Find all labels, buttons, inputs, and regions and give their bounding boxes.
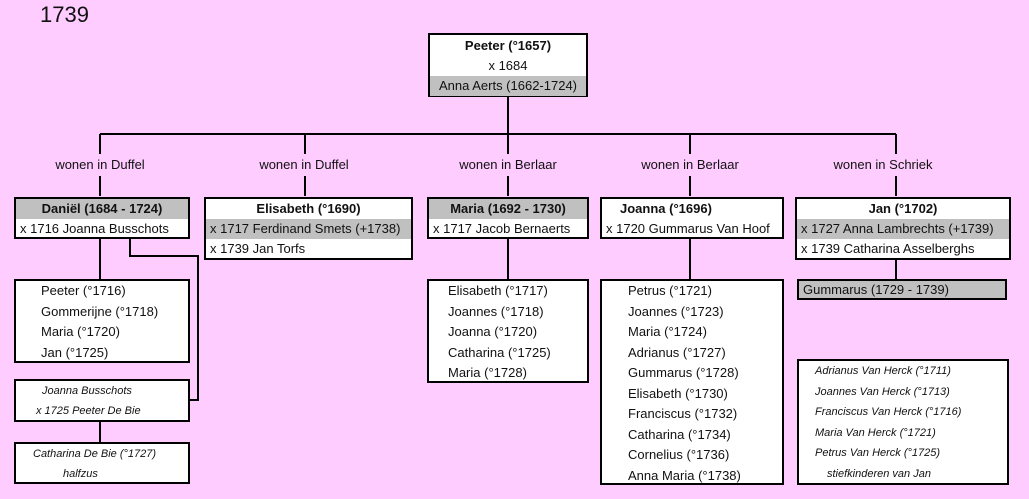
family-name: Jan (°1702) — [868, 201, 938, 216]
child-name: Maria (°1724) — [628, 324, 707, 339]
child-name: Anna Maria (°1738) — [628, 467, 741, 483]
remarriage-marriage: x 1725 Peeter De Bie — [36, 405, 141, 417]
root-marriage: x 1684 — [488, 58, 528, 73]
children-box-daniel: Peeter (°1716) Gommerijne (°1718) Maria … — [14, 279, 190, 363]
root-spouse: Anna Aerts (1662-1724) — [430, 76, 586, 96]
child-name: Jan (°1725) — [41, 344, 109, 360]
remarriage-box: Joanna Busschots x 1725 Peeter De Bie — [14, 379, 190, 422]
child-name: Joannes (°1723) — [628, 303, 724, 319]
family-box-daniel: Daniël (1684 - 1724) x 1716 Joanna Bussc… — [14, 197, 190, 239]
root-person-box: Peeter (°1657) x 1684 Anna Aerts (1662-1… — [428, 33, 588, 97]
family-marriage: x 1739 Jan Torfs — [210, 241, 306, 256]
child-name: Petrus (°1721) — [628, 283, 712, 298]
joanna-remarriage-link — [129, 238, 199, 401]
branch-label-5: wonen in Schriek — [833, 157, 933, 172]
stepchild-name: Adrianus Van Herck (°1711) — [815, 365, 951, 377]
child-name: Gummarus (°1728) — [628, 365, 739, 380]
family-marriage: x 1717 Jacob Bernaerts — [433, 221, 571, 236]
family-box-jan: Jan (°1702) x 1727 Anna Lambrechts (+173… — [795, 197, 1011, 260]
child-name: Catharina (°1734) — [628, 426, 731, 442]
children-box-joanna: Petrus (°1721) Joannes (°1723) Maria (°1… — [600, 279, 784, 485]
halfsister-note: halfzus — [63, 468, 98, 480]
stepchildren-box: Adrianus Van Herck (°1711) Joannes Van H… — [797, 359, 1009, 485]
family-name: Maria (1692 - 1730) — [429, 199, 587, 219]
child-name: Peeter (°1716) — [41, 283, 126, 298]
family-box-elisabeth: Elisabeth (°1690) x 1717 Ferdinand Smets… — [204, 197, 413, 260]
child-box-jan: Gummarus (1729 - 1739) — [797, 279, 1007, 300]
halfsister-box: Catharina De Bie (°1727) halfzus — [14, 442, 190, 484]
branch-label-4: wonen in Berlaar — [641, 157, 739, 172]
family-name: Elisabeth (°1690) — [256, 201, 361, 216]
family-name: Daniël (1684 - 1724) — [16, 199, 188, 219]
child-name: Joanna (°1720) — [448, 324, 538, 339]
root-name: Peeter (°1657) — [464, 38, 552, 53]
child-name: Gummarus (1729 - 1739) — [803, 282, 949, 297]
stepchild-name: Joannes Van Herck (°1713) — [815, 385, 950, 398]
child-name: Gommerijne (°1718) — [41, 303, 159, 319]
branch-label-1: wonen in Duffel — [55, 157, 145, 172]
child-name: Franciscus (°1732) — [628, 406, 738, 421]
child-name: Elisabeth (°1730) — [628, 385, 728, 401]
stepchild-name: Petrus Van Herck (°1725) — [815, 447, 941, 459]
page-title: 1739 — [40, 2, 89, 27]
family-marriage: x 1720 Gummarus Van Hoof — [606, 221, 770, 236]
family-marriage: x 1727 Anna Lambrechts (+1739) — [797, 219, 1009, 239]
family-box-maria: Maria (1692 - 1730) x 1717 Jacob Bernaer… — [427, 197, 589, 239]
stepchild-name: Franciscus Van Herck (°1716) — [815, 406, 962, 418]
child-name: Maria (°1720) — [41, 324, 120, 339]
family-marriage: x 1739 Catharina Asselberghs — [801, 241, 975, 256]
halfsister-name: Catharina De Bie (°1727) — [33, 448, 157, 460]
family-marriage: x 1717 Ferdinand Smets (+1738) — [206, 219, 411, 239]
stepchild-name: Maria Van Herck (°1721) — [815, 426, 936, 439]
family-box-joanna: Joanna (°1696) x 1720 Gummarus Van Hoof — [600, 197, 784, 239]
stepchildren-note: stiefkinderen van Jan — [827, 467, 931, 480]
branch-label-3: wonen in Berlaar — [459, 157, 557, 172]
children-box-maria: Elisabeth (°1717) Joannes (°1718) Joanna… — [427, 279, 589, 383]
child-name: Elisabeth (°1717) — [448, 283, 548, 298]
branch-label-2: wonen in Duffel — [259, 157, 349, 172]
child-name: Joannes (°1718) — [448, 303, 544, 319]
child-name: Cornelius (°1736) — [628, 447, 730, 462]
child-name: Maria (°1728) — [448, 365, 527, 380]
remarriage-name: Joanna Busschots — [42, 385, 132, 397]
child-name: Adrianus (°1727) — [628, 344, 726, 360]
family-marriage: x 1716 Joanna Busschots — [20, 221, 169, 236]
family-name: Joanna (°1696) — [620, 201, 712, 216]
child-name: Catharina (°1725) — [448, 344, 551, 360]
